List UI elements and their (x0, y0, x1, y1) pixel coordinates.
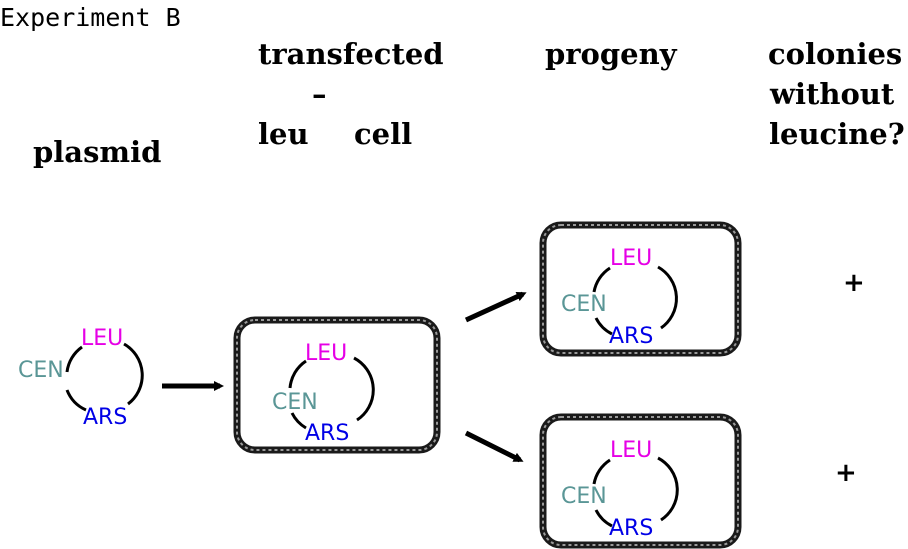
progeny-bottom-cell: LEU CEN ARS (539, 413, 742, 549)
heading-leu: leu (258, 117, 309, 151)
progeny-top-ring-lower-left-arc (594, 317, 613, 336)
heading-minus-sign: – (312, 77, 327, 111)
progeny-top-arrow (464, 291, 527, 323)
progeny-bottom-cell-border-inner (542, 416, 739, 546)
plasmid-ring-lower-left-arc (65, 389, 87, 412)
transfected-plasmid-ring-lower-left-arc (290, 412, 307, 430)
transfected-plasmid-ring-right-arc (353, 356, 375, 422)
heading-leucine: leucine? (769, 117, 905, 151)
progeny-bottom-ring-right-arc (657, 456, 679, 522)
progeny-top-ring-right-arc (657, 265, 678, 330)
progeny-top-cell: LEU CEN ARS (539, 221, 742, 357)
transfected-leu-label: LEU (305, 341, 347, 366)
experiment-title: Experiment B (0, 3, 181, 32)
progeny-top-cen-label: CEN (561, 292, 607, 317)
progeny-top-leu-label: LEU (610, 246, 652, 271)
progeny-top-ring-left-arc (592, 266, 611, 293)
plasmid-ars-label: ARS (83, 405, 127, 430)
transfected-cen-label: CEN (272, 390, 318, 415)
heading-without: without (769, 77, 895, 111)
heading-cell: cell (354, 117, 412, 151)
progeny-bottom-ring-lower-left-arc (594, 509, 613, 528)
plasmid-ring-left-arc (65, 345, 83, 373)
heading-plasmid: plasmid (33, 135, 161, 169)
plasmid-leu-label: LEU (81, 326, 123, 351)
plasmid-ring-right-arc (123, 342, 144, 406)
heading-colonies: colonies (768, 37, 902, 71)
progeny-top-ars-label: ARS (609, 324, 653, 349)
progeny-bottom-ring-left-arc (592, 458, 611, 485)
heading-progeny: progeny (545, 37, 678, 71)
progeny-top-cell-border-inner (542, 224, 739, 354)
progeny-bottom-cen-label: CEN (561, 484, 607, 509)
plasmid-cen-label: CEN (18, 358, 64, 383)
progeny-bottom-leu-label: LEU (610, 438, 652, 463)
heading-transfected: transfected (258, 37, 444, 71)
result-bottom-plus: + (835, 458, 857, 488)
transfected-plasmid-ring-left-arc (288, 359, 307, 389)
result-top-plus: + (843, 268, 865, 298)
plasmid-group: LEU CEN ARS (18, 326, 144, 430)
transfected-cell: LEU CEN ARS (233, 316, 441, 454)
progeny-bottom-ars-label: ARS (609, 516, 653, 541)
transfected-ars-label: ARS (305, 421, 349, 446)
progeny-bottom-arrow (464, 430, 524, 463)
transfected-cell-border-inner (236, 319, 438, 451)
